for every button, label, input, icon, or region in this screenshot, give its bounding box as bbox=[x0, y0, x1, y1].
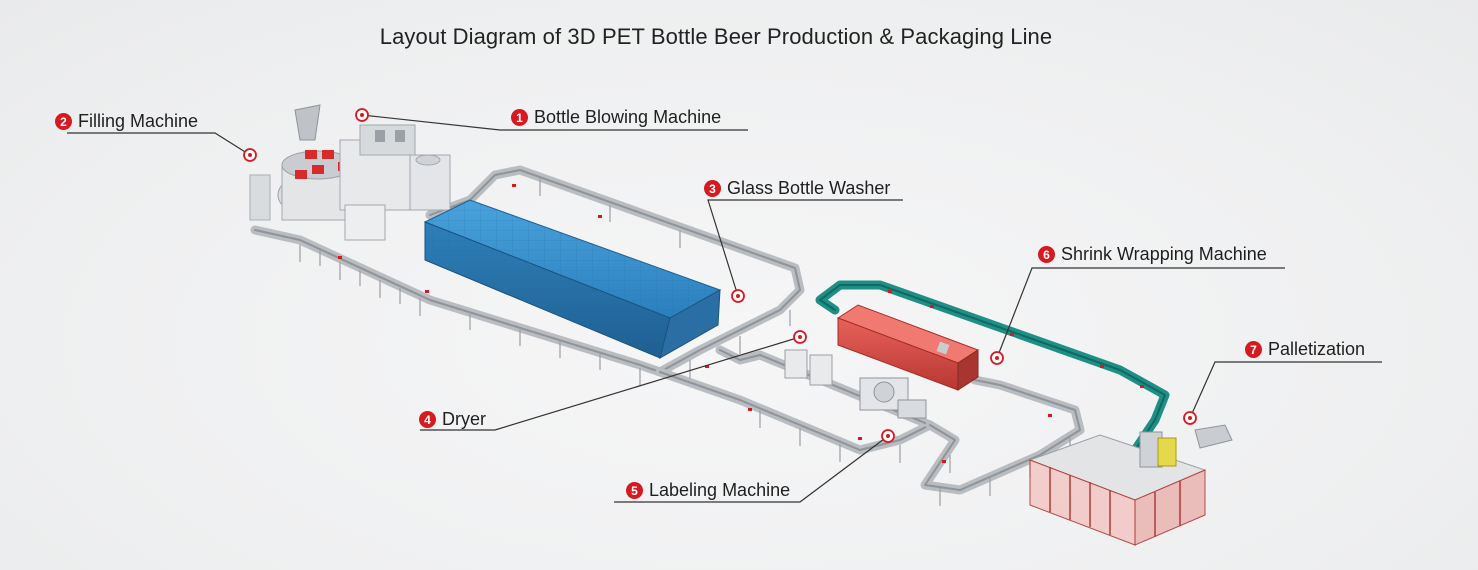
callout-filling-machine: 2 Filling Machine bbox=[55, 111, 198, 132]
target-marker-3 bbox=[731, 289, 745, 303]
callout-label: Shrink Wrapping Machine bbox=[1061, 244, 1267, 264]
callout-glass-bottle-washer: 3 Glass Bottle Washer bbox=[704, 178, 890, 199]
filling-and-blowing-machines bbox=[249, 104, 451, 241]
callout-bottle-blowing-machine: 1 Bottle Blowing Machine bbox=[511, 107, 721, 128]
callout-number-badge: 4 bbox=[419, 411, 436, 428]
shrink-wrapper-unit bbox=[836, 304, 980, 391]
callout-palletization: 7 Palletization bbox=[1245, 339, 1365, 360]
callout-label: Palletization bbox=[1268, 339, 1366, 359]
callout-label: Labeling Machine bbox=[649, 480, 791, 500]
bottle-washer-unit bbox=[423, 199, 722, 360]
target-marker-5 bbox=[881, 429, 895, 443]
callout-number-badge: 7 bbox=[1245, 341, 1262, 358]
target-marker-1 bbox=[355, 108, 369, 122]
callout-number-badge: 5 bbox=[626, 482, 643, 499]
callout-labeling-machine: 5 Labeling Machine bbox=[626, 480, 790, 501]
dryer-and-labeling-units bbox=[784, 349, 927, 419]
callout-label: Bottle Blowing Machine bbox=[534, 107, 722, 127]
target-marker-2 bbox=[243, 148, 257, 162]
target-marker-6 bbox=[990, 351, 1004, 365]
target-marker-7 bbox=[1183, 411, 1197, 425]
callout-number-badge: 3 bbox=[704, 180, 721, 197]
callout-label: Dryer bbox=[442, 409, 486, 429]
diagram-title: Layout Diagram of 3D PET Bottle Beer Pro… bbox=[379, 24, 1053, 49]
callout-label: Filling Machine bbox=[78, 111, 199, 131]
conveyor-tracks bbox=[250, 165, 1085, 495]
target-markers bbox=[243, 108, 1197, 443]
leader-lines bbox=[67, 114, 1382, 503]
callout-number-badge: 2 bbox=[55, 113, 72, 130]
callout-number-badge: 6 bbox=[1038, 246, 1055, 263]
callout-number-badge: 1 bbox=[511, 109, 528, 126]
teal-conveyor-loop bbox=[815, 280, 1170, 485]
target-marker-4 bbox=[793, 330, 807, 344]
conveyor-markers bbox=[338, 184, 1144, 463]
callout-label: Glass Bottle Washer bbox=[727, 178, 891, 198]
callout-shrink-wrapping-machine: 6 Shrink Wrapping Machine bbox=[1038, 244, 1267, 265]
callout-dryer: 4 Dryer bbox=[419, 409, 486, 430]
palletizer-cell bbox=[1028, 424, 1233, 546]
conveyor-supports bbox=[299, 178, 1071, 506]
